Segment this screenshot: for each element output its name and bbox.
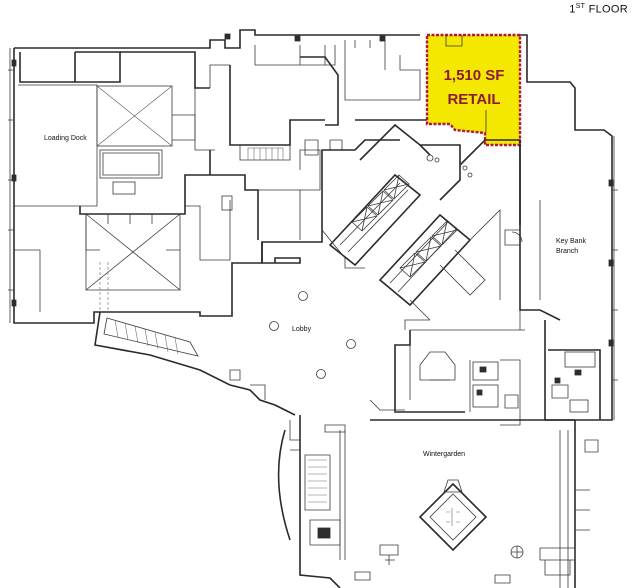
column-icon [316, 369, 326, 379]
column-icon [298, 291, 308, 301]
key-bank-label-line2: Branch [556, 248, 578, 255]
planter-diamond [418, 482, 488, 552]
perimeter-columns [11, 33, 614, 347]
floor-suffix: ST [575, 3, 586, 10]
wintergarden-area: Wintergarden [277, 415, 590, 588]
retail-suite[interactable]: 1,510 SF RETAIL [425, 33, 522, 147]
retail-area-label: 1,510 SF [444, 67, 505, 84]
floor-label: 1ST FLOOR [569, 3, 628, 16]
loading-dock-area: Loading Dock [14, 51, 231, 312]
lobby-area: Lobby [94, 229, 525, 416]
floor-number: 1 [569, 3, 576, 16]
key-bank-branch: Key Bank Branch [519, 145, 586, 330]
key-bank-label-line1: Key Bank [556, 238, 586, 245]
building-outline [8, 29, 618, 588]
retail-use-label: RETAIL [447, 91, 500, 108]
loading-dock-label: Loading Dock [44, 135, 87, 142]
floor-word: FLOOR [588, 3, 628, 16]
service-rooms [394, 320, 601, 426]
column-icon [346, 339, 356, 349]
column-icon [269, 321, 279, 331]
lobby-label: Lobby [292, 326, 312, 333]
elevator-cores [321, 123, 523, 321]
service-core [184, 40, 427, 240]
wintergarden-label: Wintergarden [423, 451, 465, 458]
